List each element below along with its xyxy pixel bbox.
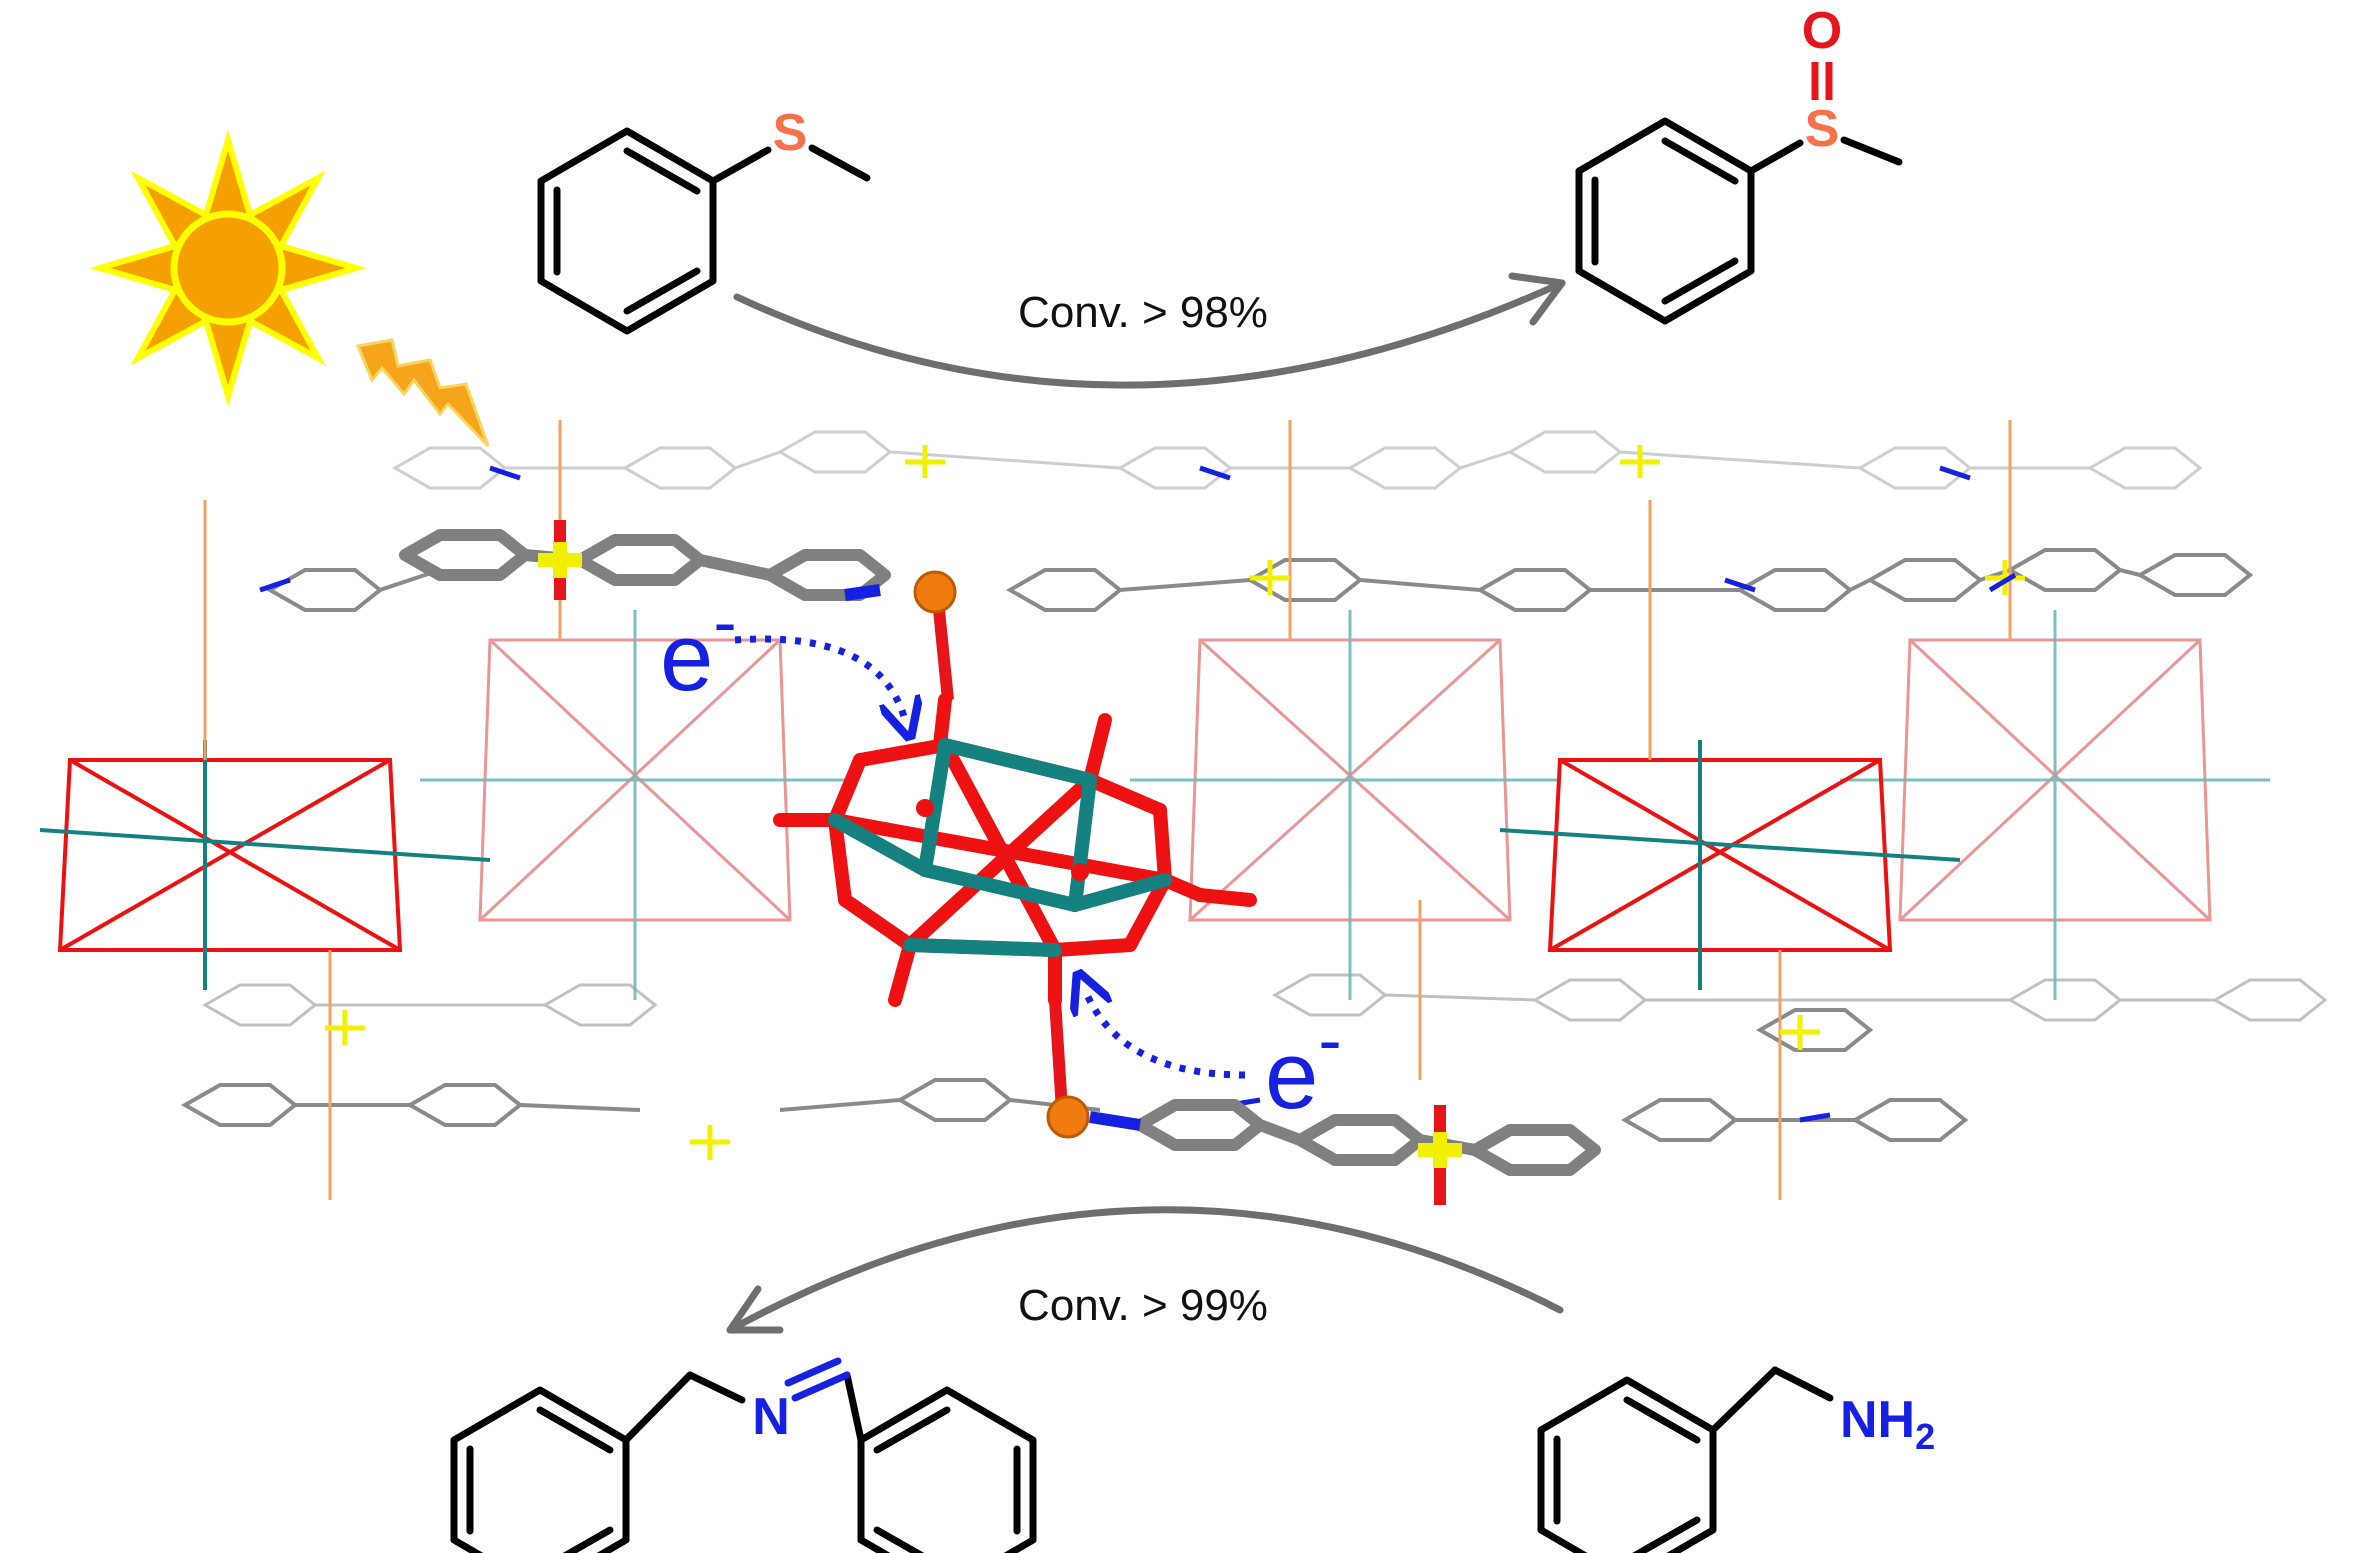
electron-charge: - — [713, 583, 736, 661]
highlighted-linker-top — [399, 529, 891, 601]
mof-framework — [39, 420, 2328, 1200]
sulfone-top — [538, 520, 582, 600]
sulfone-bottom — [1418, 1105, 1462, 1205]
thioanisole-sulfur-label: S — [773, 104, 808, 162]
electron-transfer-bottom: e- — [1085, 990, 1342, 1129]
zr-oxo-cluster — [773, 693, 1257, 1007]
electron-transfer-top: e- — [660, 583, 905, 720]
sulfoxide-sulfur-label: S — [1805, 100, 1840, 158]
thioanisole-structure — [537, 127, 871, 335]
sulfoxide-oxygen-label: O — [1802, 2, 1842, 60]
highlighted-linker-bottom — [1134, 1099, 1601, 1176]
metal-node-bottom — [1046, 1095, 1090, 1139]
benzylamine-structure — [1537, 1366, 1834, 1553]
svg-text:e-: e- — [660, 583, 737, 711]
benzylamine-amine-label: NH2 — [1840, 1391, 1935, 1457]
electron-symbol: e — [1265, 1022, 1318, 1129]
top-conversion-label: Conv. > 98% — [1018, 288, 1268, 337]
imine-nitrogen-label: N — [752, 1388, 790, 1446]
sun-icon — [89, 129, 367, 407]
svg-text:e-: e- — [1265, 1001, 1342, 1129]
sulfoxide-structure — [1575, 117, 1903, 325]
sulfoxide-double-bond — [1811, 62, 1833, 100]
bottom-conversion-label: Conv. > 99% — [1018, 1281, 1268, 1330]
metal-node-top — [913, 570, 957, 614]
electron-symbol: e — [660, 604, 713, 711]
imine-structure — [450, 1371, 1037, 1553]
electron-charge: - — [1318, 1001, 1341, 1079]
lightning-icon — [355, 338, 490, 448]
imine-double-bond — [784, 1357, 851, 1402]
bottom-reaction-arrow — [726, 1206, 1564, 1334]
top-reaction-arrow — [733, 272, 1566, 389]
